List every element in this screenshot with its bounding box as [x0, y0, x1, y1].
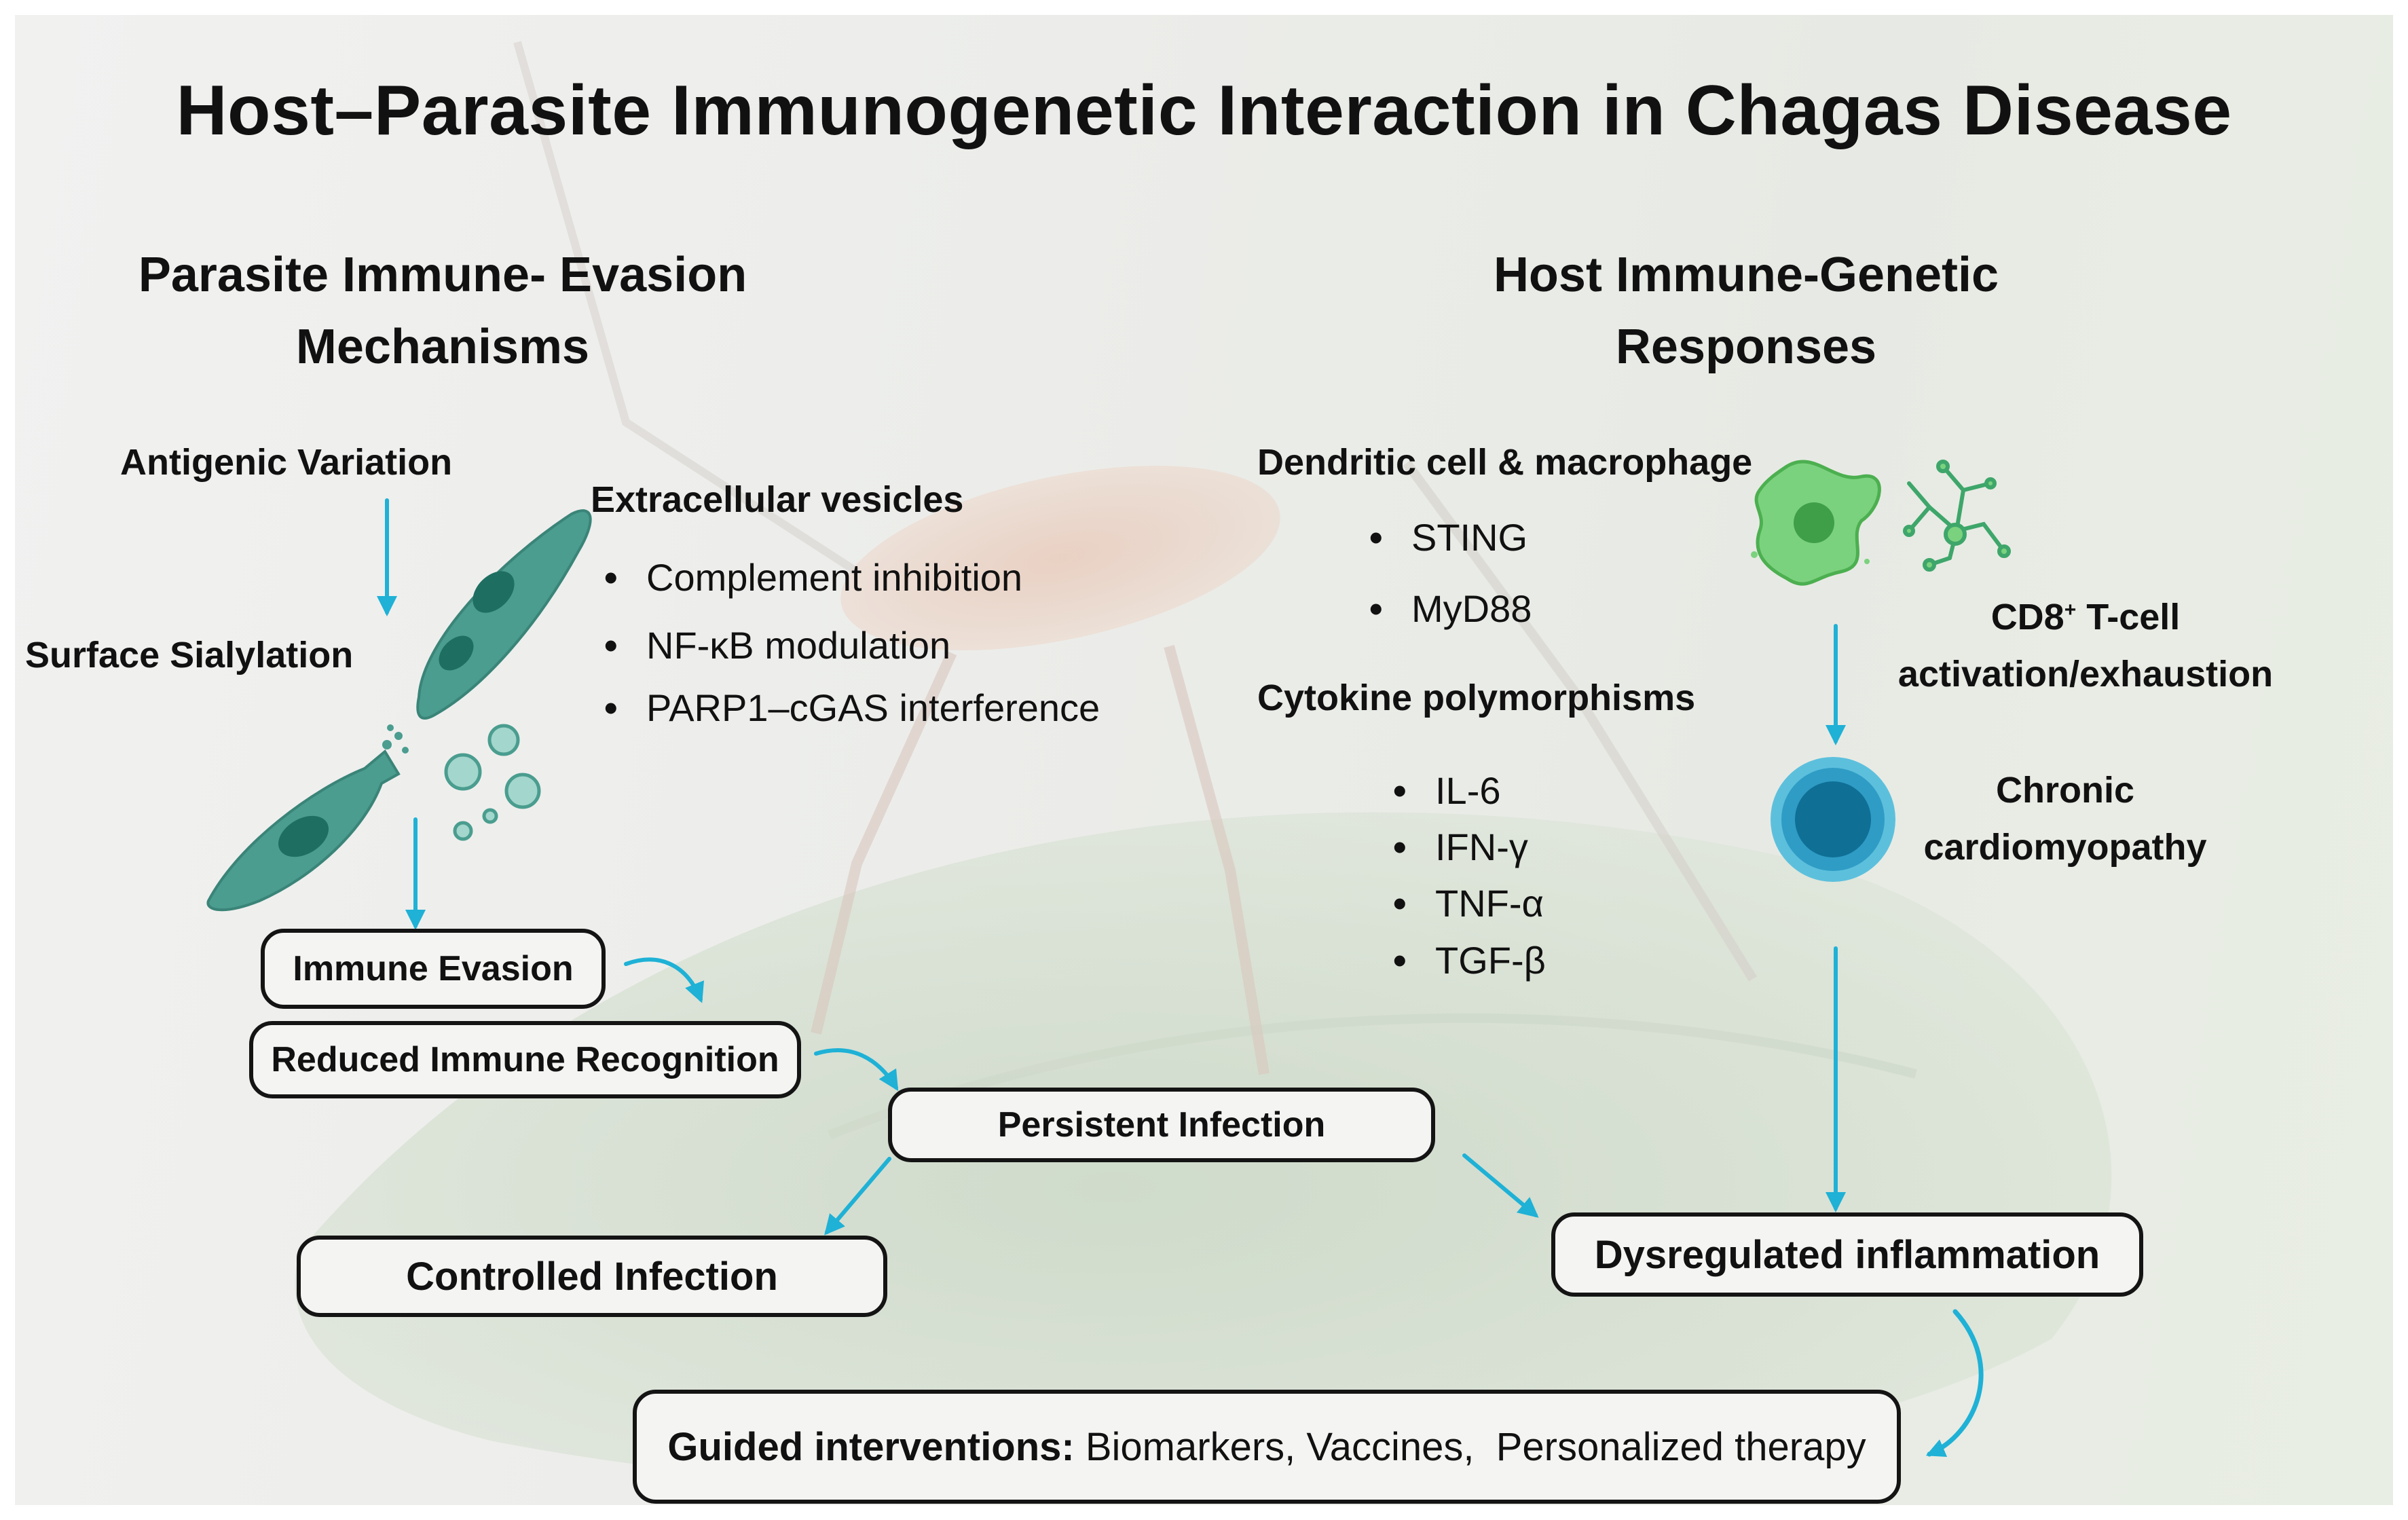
trypanosome-icon [206, 724, 409, 912]
antigenic-variation-label: Antigenic Variation [120, 442, 453, 483]
trypanosome-icon [416, 509, 592, 720]
ev-item: NF-κB modulation [604, 623, 950, 667]
parasite-heading-line1: Parasite Immune- Evasion [138, 248, 747, 302]
flow-arrows [377, 498, 1984, 1458]
arrow [1925, 1309, 1984, 1458]
chronic-line1: Chronic [1995, 770, 2134, 811]
ev-item: PARP1–cGAS interference [604, 686, 1100, 730]
cd8-line1: CD8+ T-cell [1990, 597, 2181, 637]
arrow [1462, 1153, 1539, 1218]
cytokine-item: TNF-α [1393, 881, 1544, 925]
reduced-recognition-box: Reduced Immune Recognition [249, 1021, 801, 1098]
host-heading: Host Immune-Genetic Responses [1407, 239, 2086, 383]
cd8-label: CD8+ T-cell activation/exhaustion [1848, 582, 2323, 703]
diagram-graphics [206, 460, 2011, 1458]
cytokine-item: IFN-γ [1393, 825, 1528, 869]
persistent-infection-box: Persistent Infection [888, 1088, 1435, 1162]
arrow [814, 1048, 899, 1092]
guided-interventions-box: Guided interventions: Biomarkers, Vaccin… [633, 1390, 1901, 1504]
controlled-infection-box: Controlled Infection [297, 1236, 887, 1317]
cytokine-item: TGF-β [1393, 938, 1546, 982]
arrow [624, 957, 704, 1003]
diagram-canvas: Host–Parasite Immunogenetic Interaction … [15, 15, 2393, 1505]
dysregulated-inflammation-box: Dysregulated inflammation [1551, 1212, 2143, 1297]
chronic-cardiomyopathy-label: Chronic cardiomyopathy [1882, 762, 2248, 876]
guided-interventions-text: Biomarkers, Vaccines, Personalized thera… [1074, 1424, 1866, 1469]
dc-item: MyD88 [1369, 587, 1532, 631]
dc-item: STING [1369, 515, 1527, 559]
host-heading-line1: Host Immune-Genetic [1493, 248, 1999, 302]
macrophage-icon [1751, 460, 1881, 586]
immune-evasion-box: Immune Evasion [261, 929, 606, 1009]
surface-sialylation-label: Surface Sialylation [25, 635, 354, 675]
cytokine-item: IL-6 [1393, 768, 1501, 813]
diagram-title: Host–Parasite Immunogenetic Interaction … [176, 71, 2232, 150]
chronic-line2: cardiomyopathy [1923, 827, 2207, 868]
dc-macrophage-label: Dendritic cell & macrophage [1257, 442, 1753, 483]
t-cell-icon [1771, 757, 1895, 882]
guided-interventions-label: Guided interventions: [667, 1424, 1075, 1469]
cytokine-polymorphisms-label: Cytokine polymorphisms [1257, 678, 1696, 718]
vesicle-icon [444, 724, 541, 841]
arrow [824, 1157, 891, 1236]
dendritic-cell-icon [1903, 460, 2011, 572]
host-heading-line2: Responses [1615, 320, 1877, 374]
parasite-heading-line2: Mechanisms [295, 320, 590, 374]
ev-item: Complement inhibition [604, 555, 1022, 599]
extracellular-vesicles-label: Extracellular vesicles [591, 479, 964, 520]
parasite-heading: Parasite Immune- Evasion Mechanisms [103, 239, 782, 383]
cd8-line2: activation/exhaustion [1897, 654, 2274, 694]
